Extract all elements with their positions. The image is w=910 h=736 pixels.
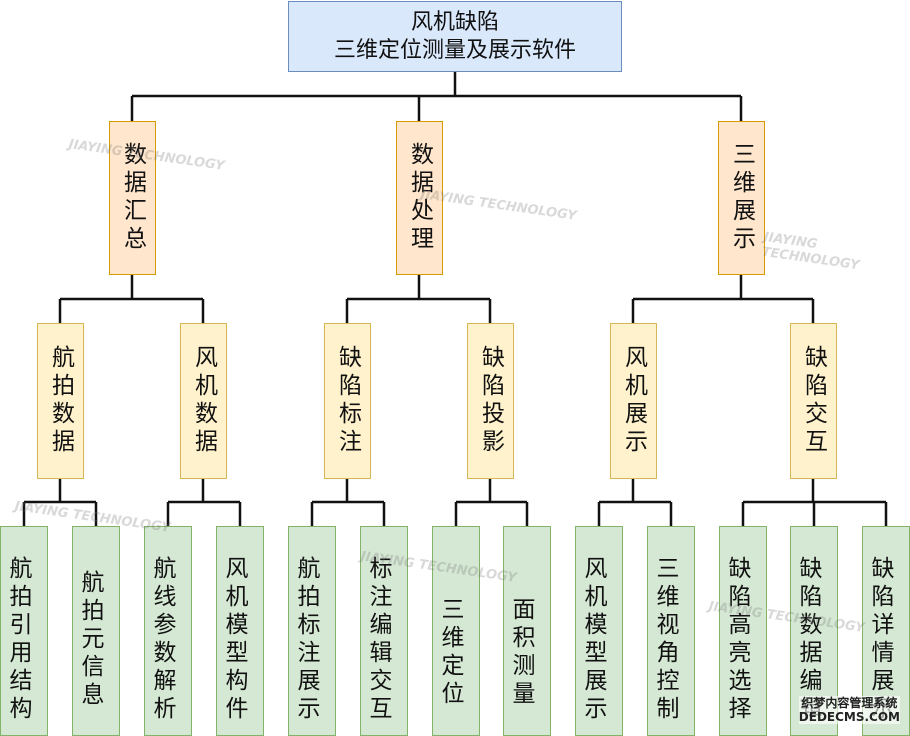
node-turbine-display: 风机展示 (610, 323, 657, 479)
node-defect-interaction: 缺陷交互 (790, 323, 837, 479)
node-turbine-data: 风机数据 (180, 323, 227, 479)
leaf-node: 标注编辑交互 (360, 526, 408, 736)
leaf-node: 三维视角控制 (647, 526, 695, 736)
node-data-summary: 数据汇总 (109, 121, 156, 275)
leaf-node: 缺陷高亮选择 (719, 526, 767, 736)
leaf-node: 风机模型展示 (575, 526, 623, 736)
leaf-node: 航拍元信息 (72, 526, 120, 736)
root-title-line2: 三维定位测量及展示软件 (333, 37, 576, 63)
leaf-node: 三维定位 (432, 526, 480, 736)
node-defect-annotation: 缺陷标注 (324, 323, 371, 479)
node-defect-projection: 缺陷投影 (467, 323, 514, 479)
leaf-node: 风机模型构件 (216, 526, 264, 736)
root-title-line1: 风机缺陷 (410, 9, 499, 35)
leaf-node: 航线参数解析 (144, 526, 192, 736)
node-aerial-data: 航拍数据 (37, 323, 84, 479)
leaf-node: 航拍引用结构 (0, 526, 48, 736)
node-3d-display: 三维展示 (718, 121, 765, 275)
node-data-processing: 数据处理 (396, 121, 443, 275)
leaf-node: 航拍标注展示 (288, 526, 336, 736)
root-node: 风机缺陷 三维定位测量及展示软件 (288, 1, 622, 72)
leaf-node: 面积测量 (503, 526, 551, 736)
